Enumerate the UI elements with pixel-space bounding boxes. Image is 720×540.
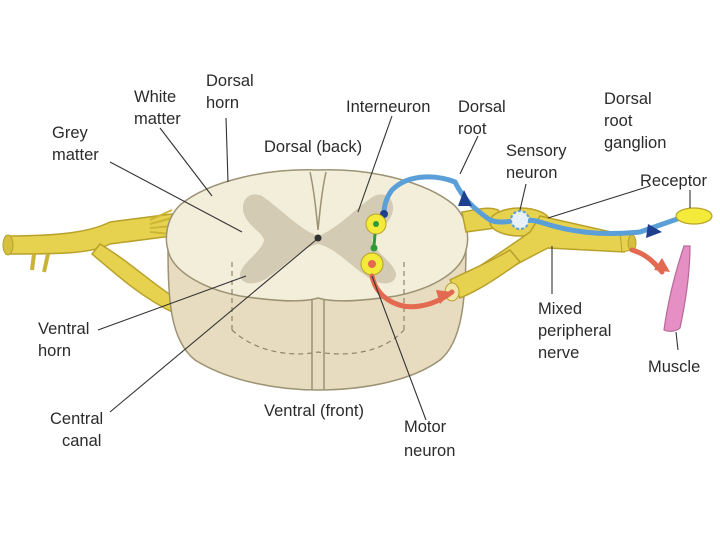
left-nerve-stub-1 [30, 253, 36, 271]
label-mixed-peripheral-nerve: Mixed peripheral nerve [538, 300, 616, 362]
label-ventral-horn: Ventral horn [38, 320, 94, 360]
ventral-median-fissure [311, 300, 325, 390]
sensory-arrow-receptor [646, 224, 662, 238]
label-interneuron: Interneuron [346, 98, 430, 116]
cord-side-dashes [231, 262, 405, 355]
sensory-arrow-root [458, 190, 472, 206]
label-motor-neuron: Motor neuron [404, 418, 455, 460]
leader-dorsal-root [459, 135, 479, 175]
receptor-shape [675, 207, 713, 225]
sensory-neuron-body [510, 210, 530, 230]
muscle-shape [663, 245, 691, 332]
leader-interneuron [357, 115, 393, 213]
leader-sensory-neuron [519, 183, 527, 211]
label-dorsal-back: Dorsal (back) [264, 138, 362, 156]
label-grey-matter: Grey matter [52, 124, 99, 164]
labels: Grey matter White matter Dorsal horn Int… [38, 72, 707, 460]
neuron-cell-bodies [360, 213, 387, 276]
label-receptor: Receptor [640, 172, 707, 190]
motor-arrow-muscle [654, 258, 670, 272]
motor-neuron-nucleus [368, 260, 376, 268]
label-dorsal-horn: Dorsal horn [206, 72, 258, 112]
leader-ventral-horn [97, 275, 247, 331]
central-canal [314, 234, 322, 242]
label-sensory-neuron: Sensory neuron [506, 142, 571, 182]
leader-white-matter [159, 127, 213, 197]
leader-muscle [675, 331, 679, 351]
sensory-pathway [380, 174, 683, 238]
leader-dorsal-horn [225, 117, 229, 183]
label-dorsal-root-ganglion: Dorsal root ganglion [604, 90, 666, 152]
left-nerve-stub-2 [42, 253, 50, 273]
dorsal-median-sulcus [309, 171, 327, 231]
left-nerve-ventral-branch [90, 243, 179, 314]
ventral-root [448, 249, 522, 299]
leader-grey-matter [109, 161, 243, 233]
leader-central-canal [109, 239, 317, 413]
spinal-cord-segment [165, 169, 469, 391]
leader-dorsal-root-ganglion [547, 185, 651, 219]
left-dorsal-rootlet [149, 217, 173, 225]
motor-pathway [369, 247, 670, 310]
label-dorsal-root: Dorsal root [458, 98, 510, 138]
leader-lines [97, 115, 691, 421]
label-central-canal: Central canal [50, 410, 108, 450]
interneuron-synapse [370, 244, 378, 252]
label-white-matter: White matter [134, 88, 181, 128]
interneuron-link [372, 233, 377, 247]
left-nerve-trunk [5, 213, 173, 255]
leader-motor-neuron [371, 275, 427, 421]
sensory-fiber [381, 174, 683, 237]
right-spinal-nerve [444, 207, 637, 302]
motor-arrow-root [436, 290, 452, 304]
label-ventral-front: Ventral (front) [264, 402, 364, 420]
left-nerve-cut-end [2, 234, 14, 256]
label-muscle: Muscle [648, 358, 700, 376]
left-dorsal-rootlet [149, 209, 173, 221]
interneuron-nucleus [373, 221, 379, 227]
